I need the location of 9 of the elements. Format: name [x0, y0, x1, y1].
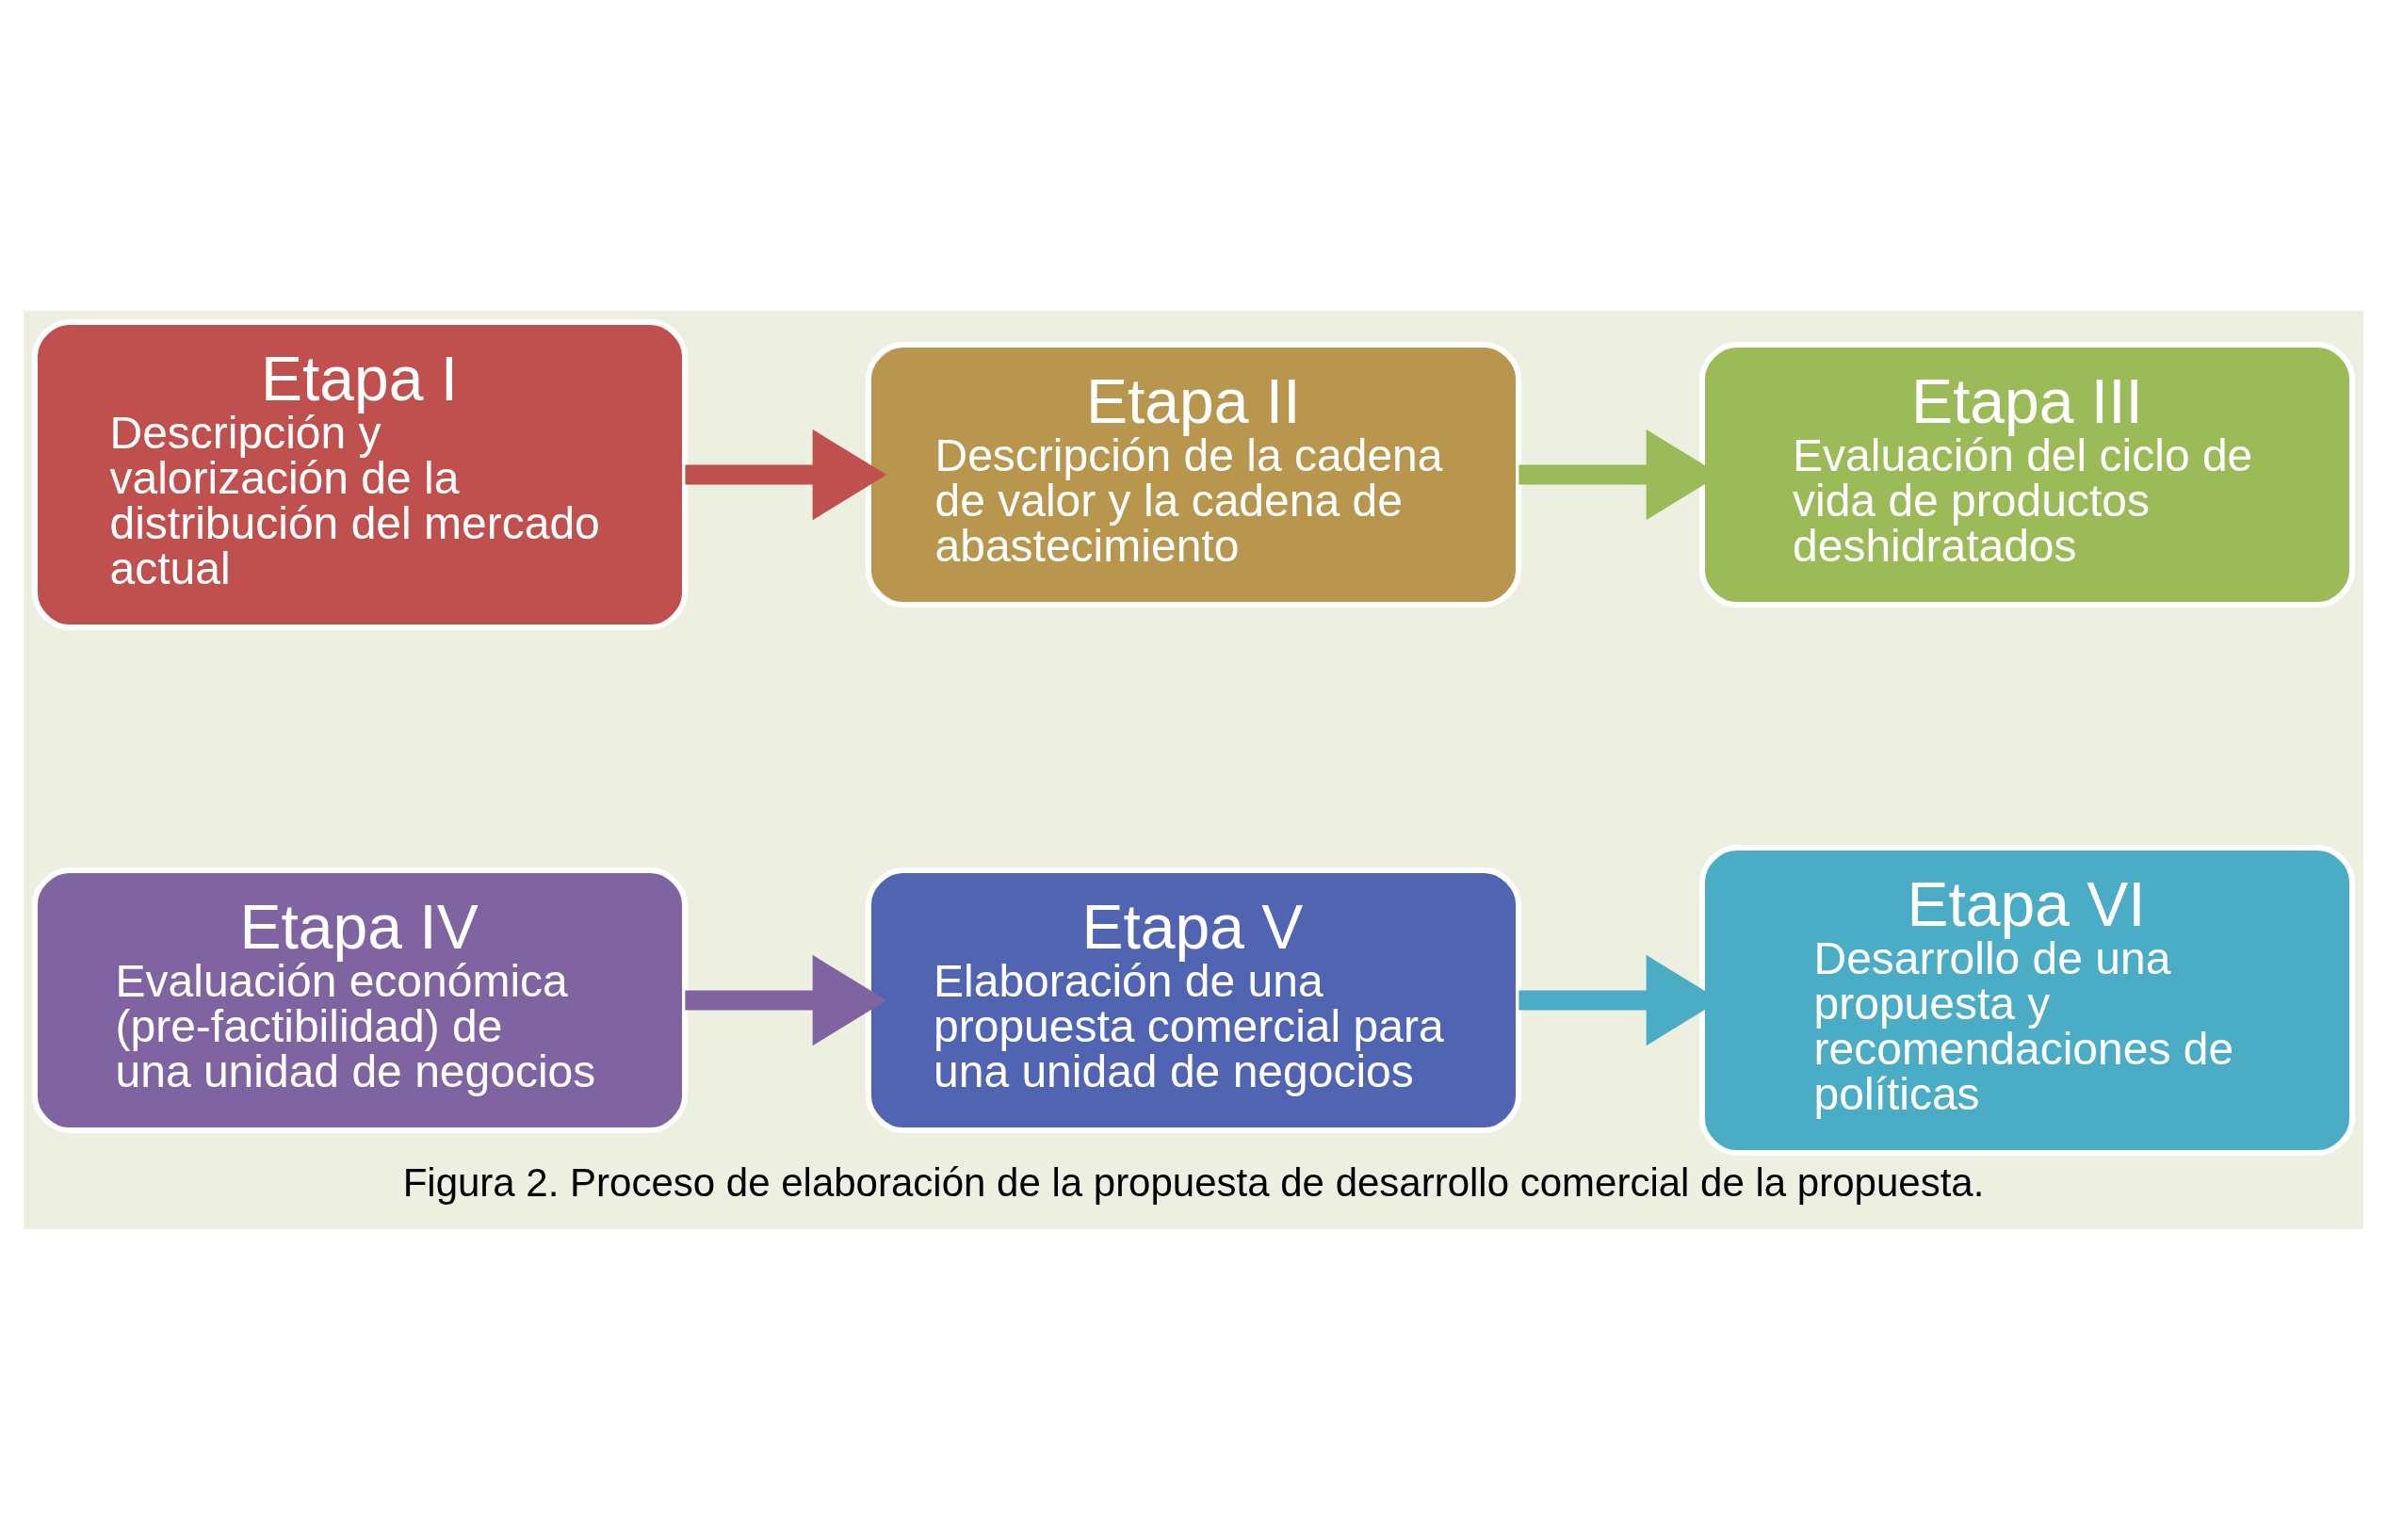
node-box: Etapa II Descripción de la cadena de valor y la cadena de abastecimiento	[866, 342, 1521, 608]
node-box: Etapa I Descripción y valorización de la distribución del mercado actual	[32, 319, 688, 630]
arrow	[685, 429, 887, 521]
node-box: Etapa IV Evaluación económica (pre-factibilidad) de una unidad de negocios	[32, 867, 688, 1133]
node-box: Etapa III Evaluación del ciclo de vida de productos deshidratados	[1699, 342, 2355, 608]
node-box: Etapa V Elaboración de una propuesta comercial para una unidad de negocios	[866, 867, 1521, 1133]
caption: Figura 2. Proceso de elaboración de la propuesta de desarrollo comercial de la propuesta.	[402, 1159, 1985, 1205]
arrow	[685, 954, 887, 1046]
node-box: Etapa VI Desarrollo de una propuesta y recomendaciones de políticas	[1699, 845, 2355, 1156]
